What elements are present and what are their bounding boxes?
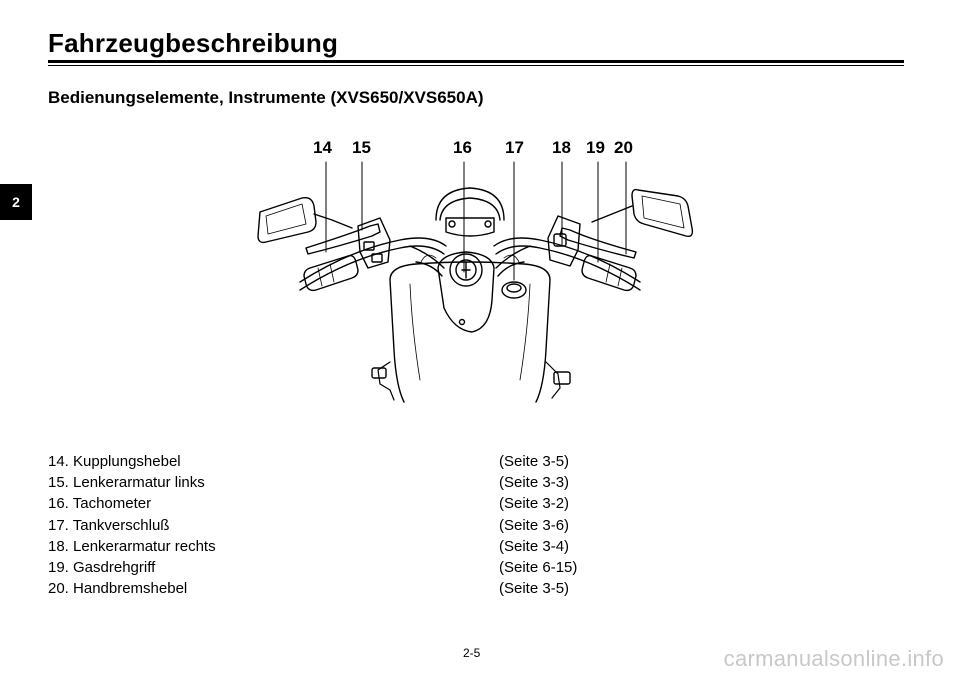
list-item: 15. Lenkerarmatur links (Seite 3-3) [48, 472, 648, 493]
fuel-cap [501, 281, 527, 299]
callout-15: 15 [352, 138, 371, 157]
right-mirror [591, 188, 694, 238]
clutch-lever [305, 223, 381, 255]
page-reference: (Seite 3-5) [499, 453, 570, 470]
callout-14: 14 [313, 138, 332, 157]
right-lower-bracket [545, 361, 561, 399]
ignition-switch [449, 253, 483, 287]
title-rule [48, 60, 904, 63]
page-reference: (Seite 3-2) [499, 495, 570, 513]
list-item: 17. Tankverschluß (Seite 3-6) [48, 515, 648, 536]
part-label: 17. Tankverschluß [48, 516, 170, 534]
callout-16: 16 [453, 138, 472, 157]
parts-list: 14. Kupplungshebel (Seite 3-5) 15. Lenke… [48, 451, 648, 599]
callout-18: 18 [552, 138, 571, 157]
page-reference: (Seite 3-4) [499, 537, 570, 555]
left-mirror [257, 196, 353, 244]
page-title: Fahrzeugbeschreibung [48, 28, 339, 58]
callout-20: 20 [614, 138, 633, 157]
page-reference: (Seite 3-6) [499, 516, 570, 534]
right-switch [547, 215, 581, 267]
part-label: 18. Lenkerarmatur rechts [48, 537, 216, 555]
part-label: 14. Kupplungshebel [48, 453, 181, 470]
tank-console [437, 251, 495, 333]
handlebar-left [299, 237, 447, 283]
callout-17: 17 [505, 138, 524, 157]
part-label: 20. Handbremshebel [48, 580, 188, 598]
title-rule-thin [48, 65, 904, 66]
page-reference: (Seite 6-15) [499, 558, 578, 576]
part-label: 19. Gasdrehgriff [48, 558, 156, 576]
callout-19: 19 [586, 138, 605, 157]
speedometer [445, 217, 495, 237]
section-heading: Bedienungselemente, Instrumente (XVS650/… [48, 88, 484, 107]
brake-lever [559, 227, 637, 259]
list-item: 14. Kupplungshebel (Seite 3-5) [48, 451, 648, 472]
list-item: 19. Gasdrehgriff (Seite 6-15) [48, 557, 648, 578]
handlebar-illustration [257, 161, 694, 403]
page-reference: (Seite 3-3) [499, 474, 570, 492]
handlebar-right [493, 237, 641, 283]
left-switch [357, 217, 391, 269]
list-item: 16. Tachometer (Seite 3-2) [48, 493, 648, 514]
chapter-tab: 2 [0, 184, 32, 220]
page-number: 2-5 [463, 646, 481, 660]
left-grip [303, 254, 359, 292]
headlight-housing [435, 187, 505, 221]
watermark: carmanualsonline.info [723, 646, 944, 671]
part-label: 15. Lenkerarmatur links [48, 474, 205, 492]
list-item: 18. Lenkerarmatur rechts (Seite 3-4) [48, 536, 648, 557]
part-label: 16. Tachometer [48, 495, 152, 513]
list-item: 20. Handbremshebel (Seite 3-5) [48, 578, 648, 599]
right-grip [581, 254, 637, 292]
page-reference: (Seite 3-5) [499, 580, 570, 598]
fuel-tank [389, 261, 551, 403]
